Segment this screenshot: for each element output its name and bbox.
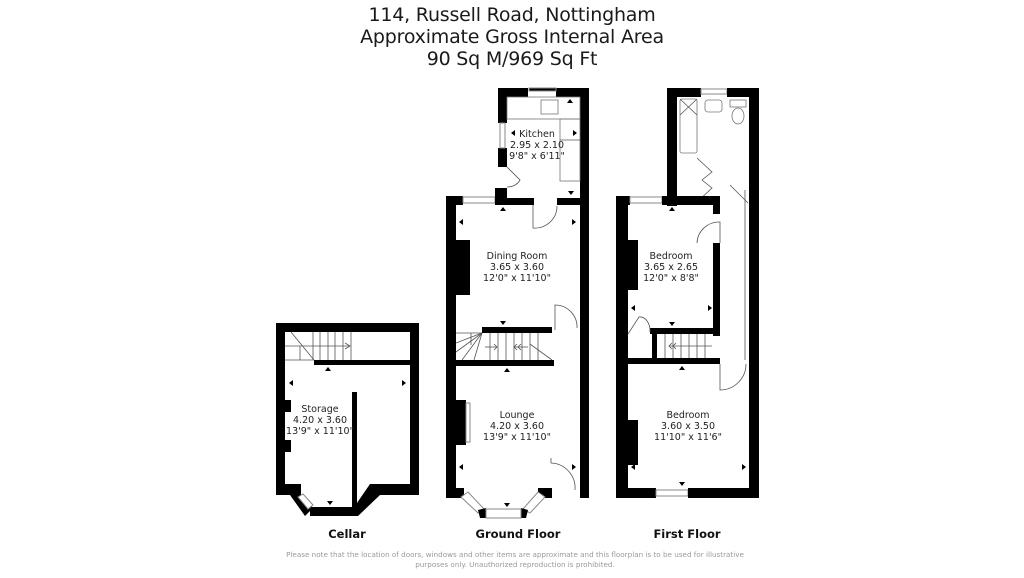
room-metric-storage: 4.20 x 3.60: [293, 415, 347, 426]
cellar-plan: Storage 4.20 x 3.60 13'9" x 11'10" Cella…: [276, 323, 419, 541]
title-block: 114, Russell Road, Nottingham Approximat…: [0, 4, 1024, 70]
dining-hall-door-swing: [554, 304, 578, 330]
bath-icon: [679, 98, 698, 154]
kitchen-sink: [540, 99, 559, 115]
room-imperial-kitchen: 9'8" x 6'11": [509, 151, 565, 162]
room-metric-lounge: 4.20 x 3.60: [490, 421, 544, 432]
room-name-kitchen: Kitchen: [519, 129, 555, 140]
floor-label-ground: Ground Floor: [476, 527, 561, 541]
room-imperial-bedroom-2: 11'10" x 11'6": [654, 432, 722, 443]
room-imperial-lounge: 13'9" x 11'10": [483, 432, 551, 443]
kitchen-door-swing: [506, 166, 521, 188]
room-name-dining: Dining Room: [487, 251, 548, 262]
disclaimer-line-1: Please note that the location of doors, …: [286, 550, 744, 559]
room-imperial-storage: 13'9" x 11'10": [286, 426, 354, 437]
room-imperial-bedroom-1: 12'0" x 8'8": [643, 273, 699, 284]
room-name-lounge: Lounge: [500, 410, 535, 421]
room-metric-bedroom-2: 3.60 x 3.50: [661, 421, 715, 432]
room-metric-kitchen: 2.95 x 2.10: [510, 140, 564, 151]
area-value: 90 Sq M/969 Sq Ft: [426, 48, 598, 70]
cellar-stairs: [285, 331, 352, 361]
first-floor-plan: Bedroom 3.65 x 2.65 12'0" x 8'8" Bedroom…: [616, 88, 759, 541]
room-name-bedroom-1: Bedroom: [650, 251, 693, 262]
room-name-bedroom-2: Bedroom: [667, 410, 710, 421]
bedroom2-door-swing: [719, 363, 747, 391]
area-subtitle: Approximate Gross Internal Area: [360, 26, 664, 48]
disclaimer-line-2: purposes only. Unauthorized reproduction…: [415, 560, 615, 569]
bedroom1-door-swing: [696, 221, 721, 244]
room-metric-bedroom-1: 3.65 x 2.65: [644, 262, 698, 273]
floor-label-first: First Floor: [653, 527, 720, 541]
room-imperial-dining: 12'0" x 11'10": [483, 273, 551, 284]
address-title: 114, Russell Road, Nottingham: [368, 4, 656, 26]
toilet-icon: [731, 107, 745, 125]
closet-door-swing: [627, 316, 651, 335]
floor-label-cellar: Cellar: [328, 527, 366, 541]
ground-stairs: [455, 332, 553, 361]
ground-floor-plan: Kitchen 2.95 x 2.10 9'8" x 6'11" Dining …: [446, 87, 589, 541]
disclaimer-note: Please note that the location of doors, …: [270, 550, 760, 570]
front-door-swing: [550, 458, 576, 491]
basin-icon: [704, 99, 723, 113]
first-floor-stairs: [664, 334, 712, 358]
room-metric-dining: 3.65 x 3.60: [490, 262, 544, 273]
dining-door-swing: [532, 205, 558, 229]
room-name-storage: Storage: [301, 404, 338, 415]
